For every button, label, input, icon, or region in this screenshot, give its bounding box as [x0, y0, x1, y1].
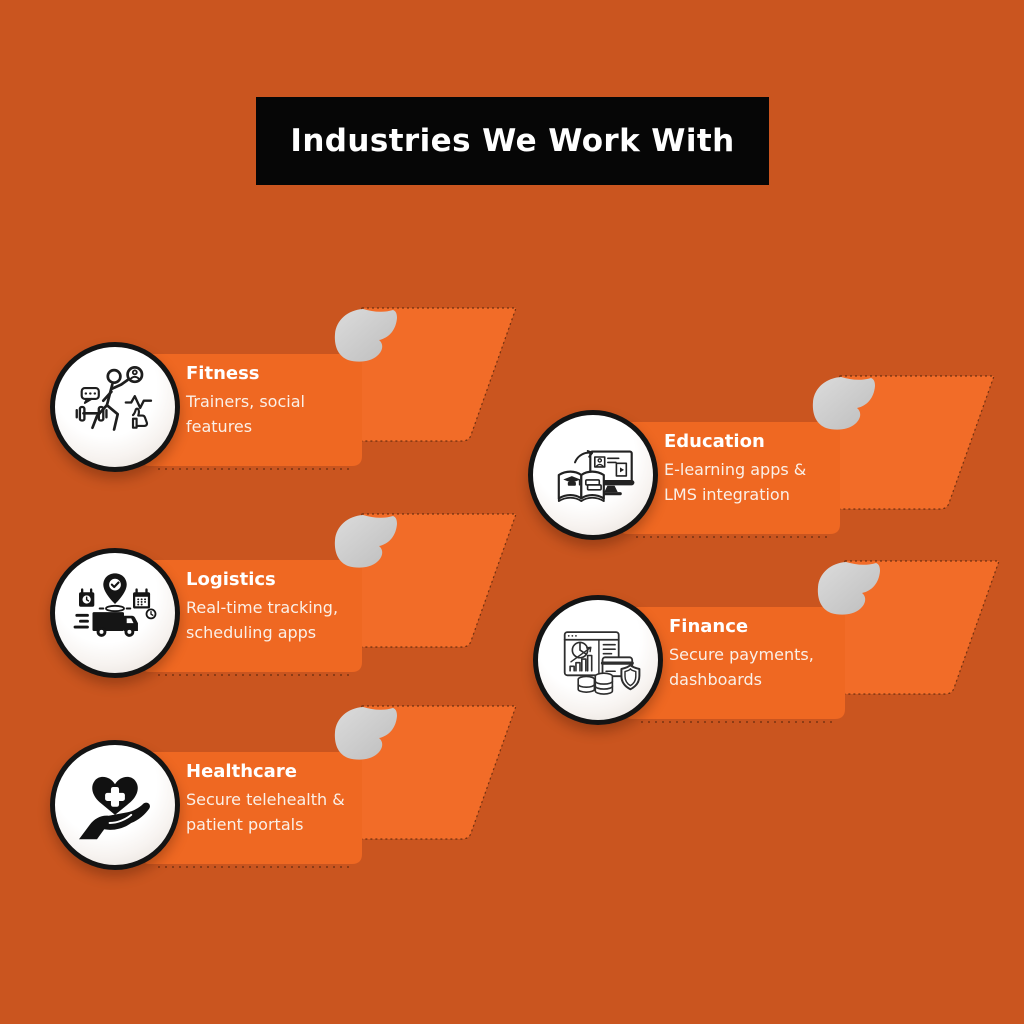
industry-desc-line1: Secure telehealth &	[186, 790, 345, 809]
industry-title: Logistics	[186, 569, 276, 590]
finance-dashboard-icon	[563, 631, 641, 695]
industry-text-block: Healthcare Secure telehealth & patient p…	[186, 760, 401, 837]
industry-text-block: Logistics Real-time tracking, scheduling…	[186, 568, 401, 645]
industry-text-block: Fitness Trainers, social features	[186, 362, 401, 439]
industry-title: Education	[664, 431, 765, 452]
industry-desc-line2: dashboards	[669, 670, 762, 689]
page-title: Industries We Work With	[290, 123, 735, 159]
industry-text-block: Education E-learning apps & LMS integrat…	[664, 430, 879, 507]
icon-circle	[528, 410, 658, 540]
industry-item-healthcare: Healthcare Secure telehealth & patient p…	[40, 698, 530, 888]
industry-item-logistics: Logistics Real-time tracking, scheduling…	[40, 506, 530, 696]
industry-desc-line1: Real-time tracking,	[186, 598, 339, 617]
industry-item-education: Education E-learning apps & LMS integrat…	[518, 368, 1008, 558]
industry-desc-line2: LMS integration	[664, 485, 790, 504]
industry-desc-line1: Trainers, social	[186, 392, 305, 411]
education-elearning-icon	[557, 449, 635, 502]
industry-item-finance: Finance Secure payments, dashboards	[523, 553, 1013, 743]
industry-desc-line1: E-learning apps &	[664, 460, 807, 479]
icon-circle	[50, 548, 180, 678]
industry-item-fitness: Fitness Trainers, social features	[40, 300, 530, 490]
icon-circle	[50, 740, 180, 870]
industry-text-block: Finance Secure payments, dashboards	[669, 615, 884, 692]
icon-circle	[50, 342, 180, 472]
industry-title: Fitness	[186, 363, 260, 384]
logistics-delivery-truck-icon	[73, 573, 157, 637]
icon-circle	[533, 595, 663, 725]
fitness-runner-icon	[75, 366, 153, 431]
industry-desc-line2: patient portals	[186, 815, 304, 834]
industry-desc-line1: Secure payments,	[669, 645, 814, 664]
header-title-box: Industries We Work With	[256, 97, 769, 185]
industry-desc-line2: features	[186, 417, 253, 436]
industry-title: Healthcare	[186, 761, 297, 782]
industry-desc-line2: scheduling apps	[186, 623, 317, 642]
industry-title: Finance	[669, 616, 749, 637]
healthcare-heart-hand-icon	[79, 776, 150, 840]
